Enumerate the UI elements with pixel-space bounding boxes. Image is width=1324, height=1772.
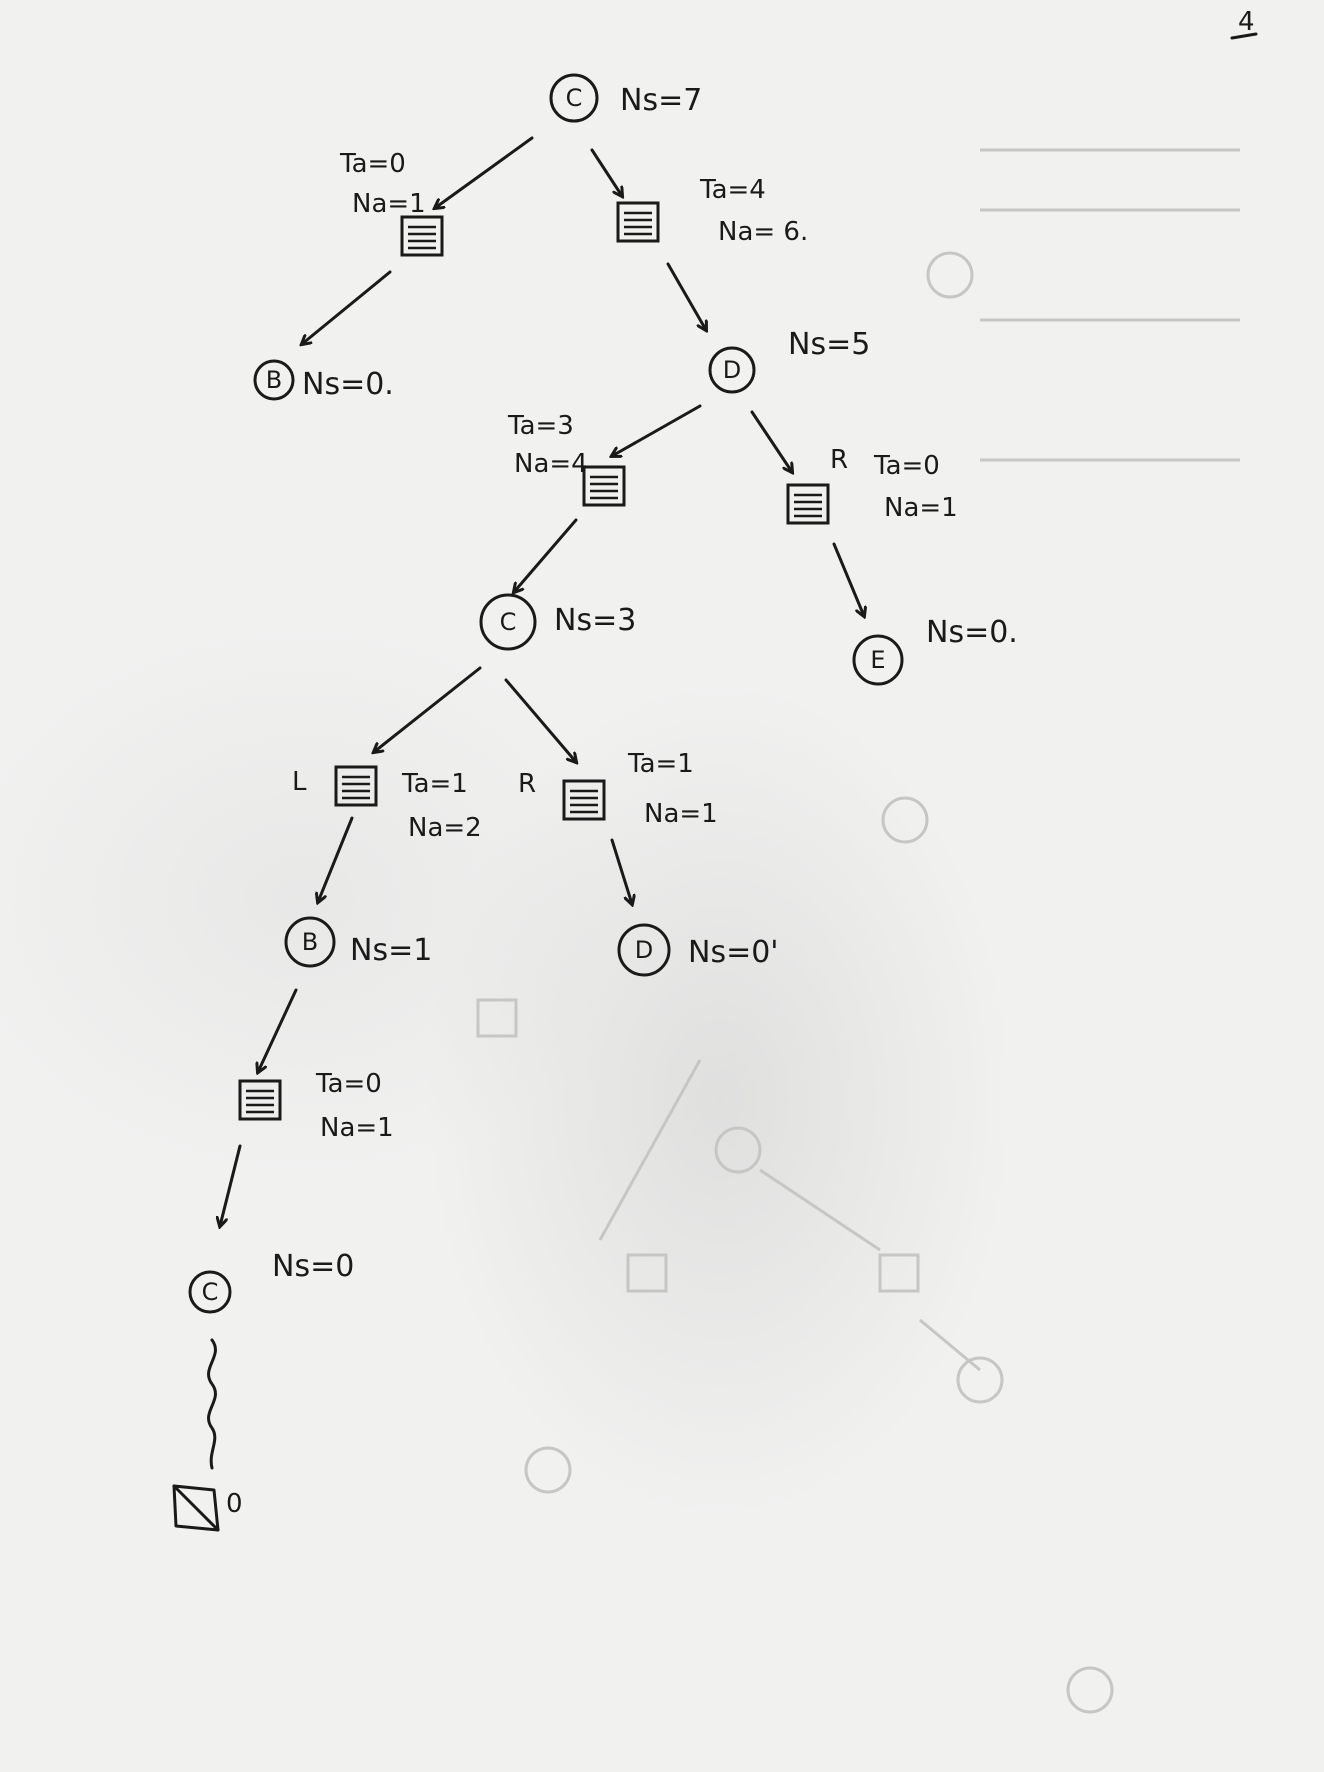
c-right-na: Na=1 [644, 799, 718, 829]
d-left-action-box [582, 465, 626, 507]
b-node-top-ns: Ns=0. [302, 367, 394, 402]
b-low-ta: Ta=0 [315, 1069, 382, 1099]
d-left-ta: Ta=3 [507, 411, 574, 441]
b-node-low-ns: Ns=1 [350, 933, 432, 968]
d-node-top-ns: Ns=5 [788, 327, 870, 362]
terminal-value: 0 [226, 1489, 243, 1519]
root-right-action-box [616, 201, 660, 243]
root-node-letter: C [566, 84, 583, 112]
root-chance-node: C [549, 73, 599, 123]
b-low-action-box [238, 1079, 282, 1121]
b-node-top: B [253, 359, 295, 401]
e-node-letter: E [870, 646, 885, 674]
b-node-top-letter: B [266, 366, 282, 394]
b-low-na: Na=1 [320, 1113, 394, 1143]
b-node-low-letter: B [302, 928, 318, 956]
c-right-side: R [518, 769, 536, 799]
root-ns-label: Ns=7 [620, 83, 702, 118]
root-left-ta: Ta=0 [339, 149, 406, 179]
root-right-na: Na= 6. [718, 217, 808, 247]
d-right-action-box [786, 483, 830, 525]
bleed-through-marks [476, 148, 1240, 1714]
c-node-bottom: C [188, 1270, 232, 1314]
c-right-action-box [562, 779, 606, 821]
c-right-ta: Ta=1 [627, 749, 694, 779]
e-node-ns: Ns=0. [926, 615, 1018, 650]
d-node-low: D [617, 923, 671, 977]
c-node-mid-ns: Ns=3 [554, 603, 636, 638]
page-corner-mark: 4 [1238, 7, 1255, 37]
c-node-bottom-ns: Ns=0 [272, 1249, 354, 1284]
c-left-side: L [292, 767, 307, 797]
e-node: E [852, 634, 904, 686]
c-left-na: Na=2 [408, 813, 482, 843]
root-left-na: Na=1 [352, 189, 426, 219]
d-right-side: R [830, 445, 848, 475]
root-right-ta: Ta=4 [699, 175, 766, 205]
d-right-ta: Ta=0 [873, 451, 940, 481]
d-right-na: Na=1 [884, 493, 958, 523]
root-left-action-box [400, 215, 444, 257]
d-node-top: D [708, 346, 756, 394]
d-left-na: Na=4 [514, 449, 588, 479]
d-node-top-letter: D [723, 356, 741, 384]
corner-underline [1230, 32, 1258, 40]
c-node-mid: C [479, 593, 537, 651]
c-left-ta: Ta=1 [401, 769, 468, 799]
tree-edges [207, 136, 864, 1470]
d-node-low-ns: Ns=0' [688, 935, 779, 970]
c-left-action-box [334, 765, 378, 807]
d-node-low-letter: D [635, 936, 653, 964]
terminal-node [172, 1484, 220, 1532]
c-node-bottom-letter: C [202, 1278, 219, 1306]
c-node-mid-letter: C [500, 608, 517, 636]
b-node-low: B [284, 916, 336, 968]
